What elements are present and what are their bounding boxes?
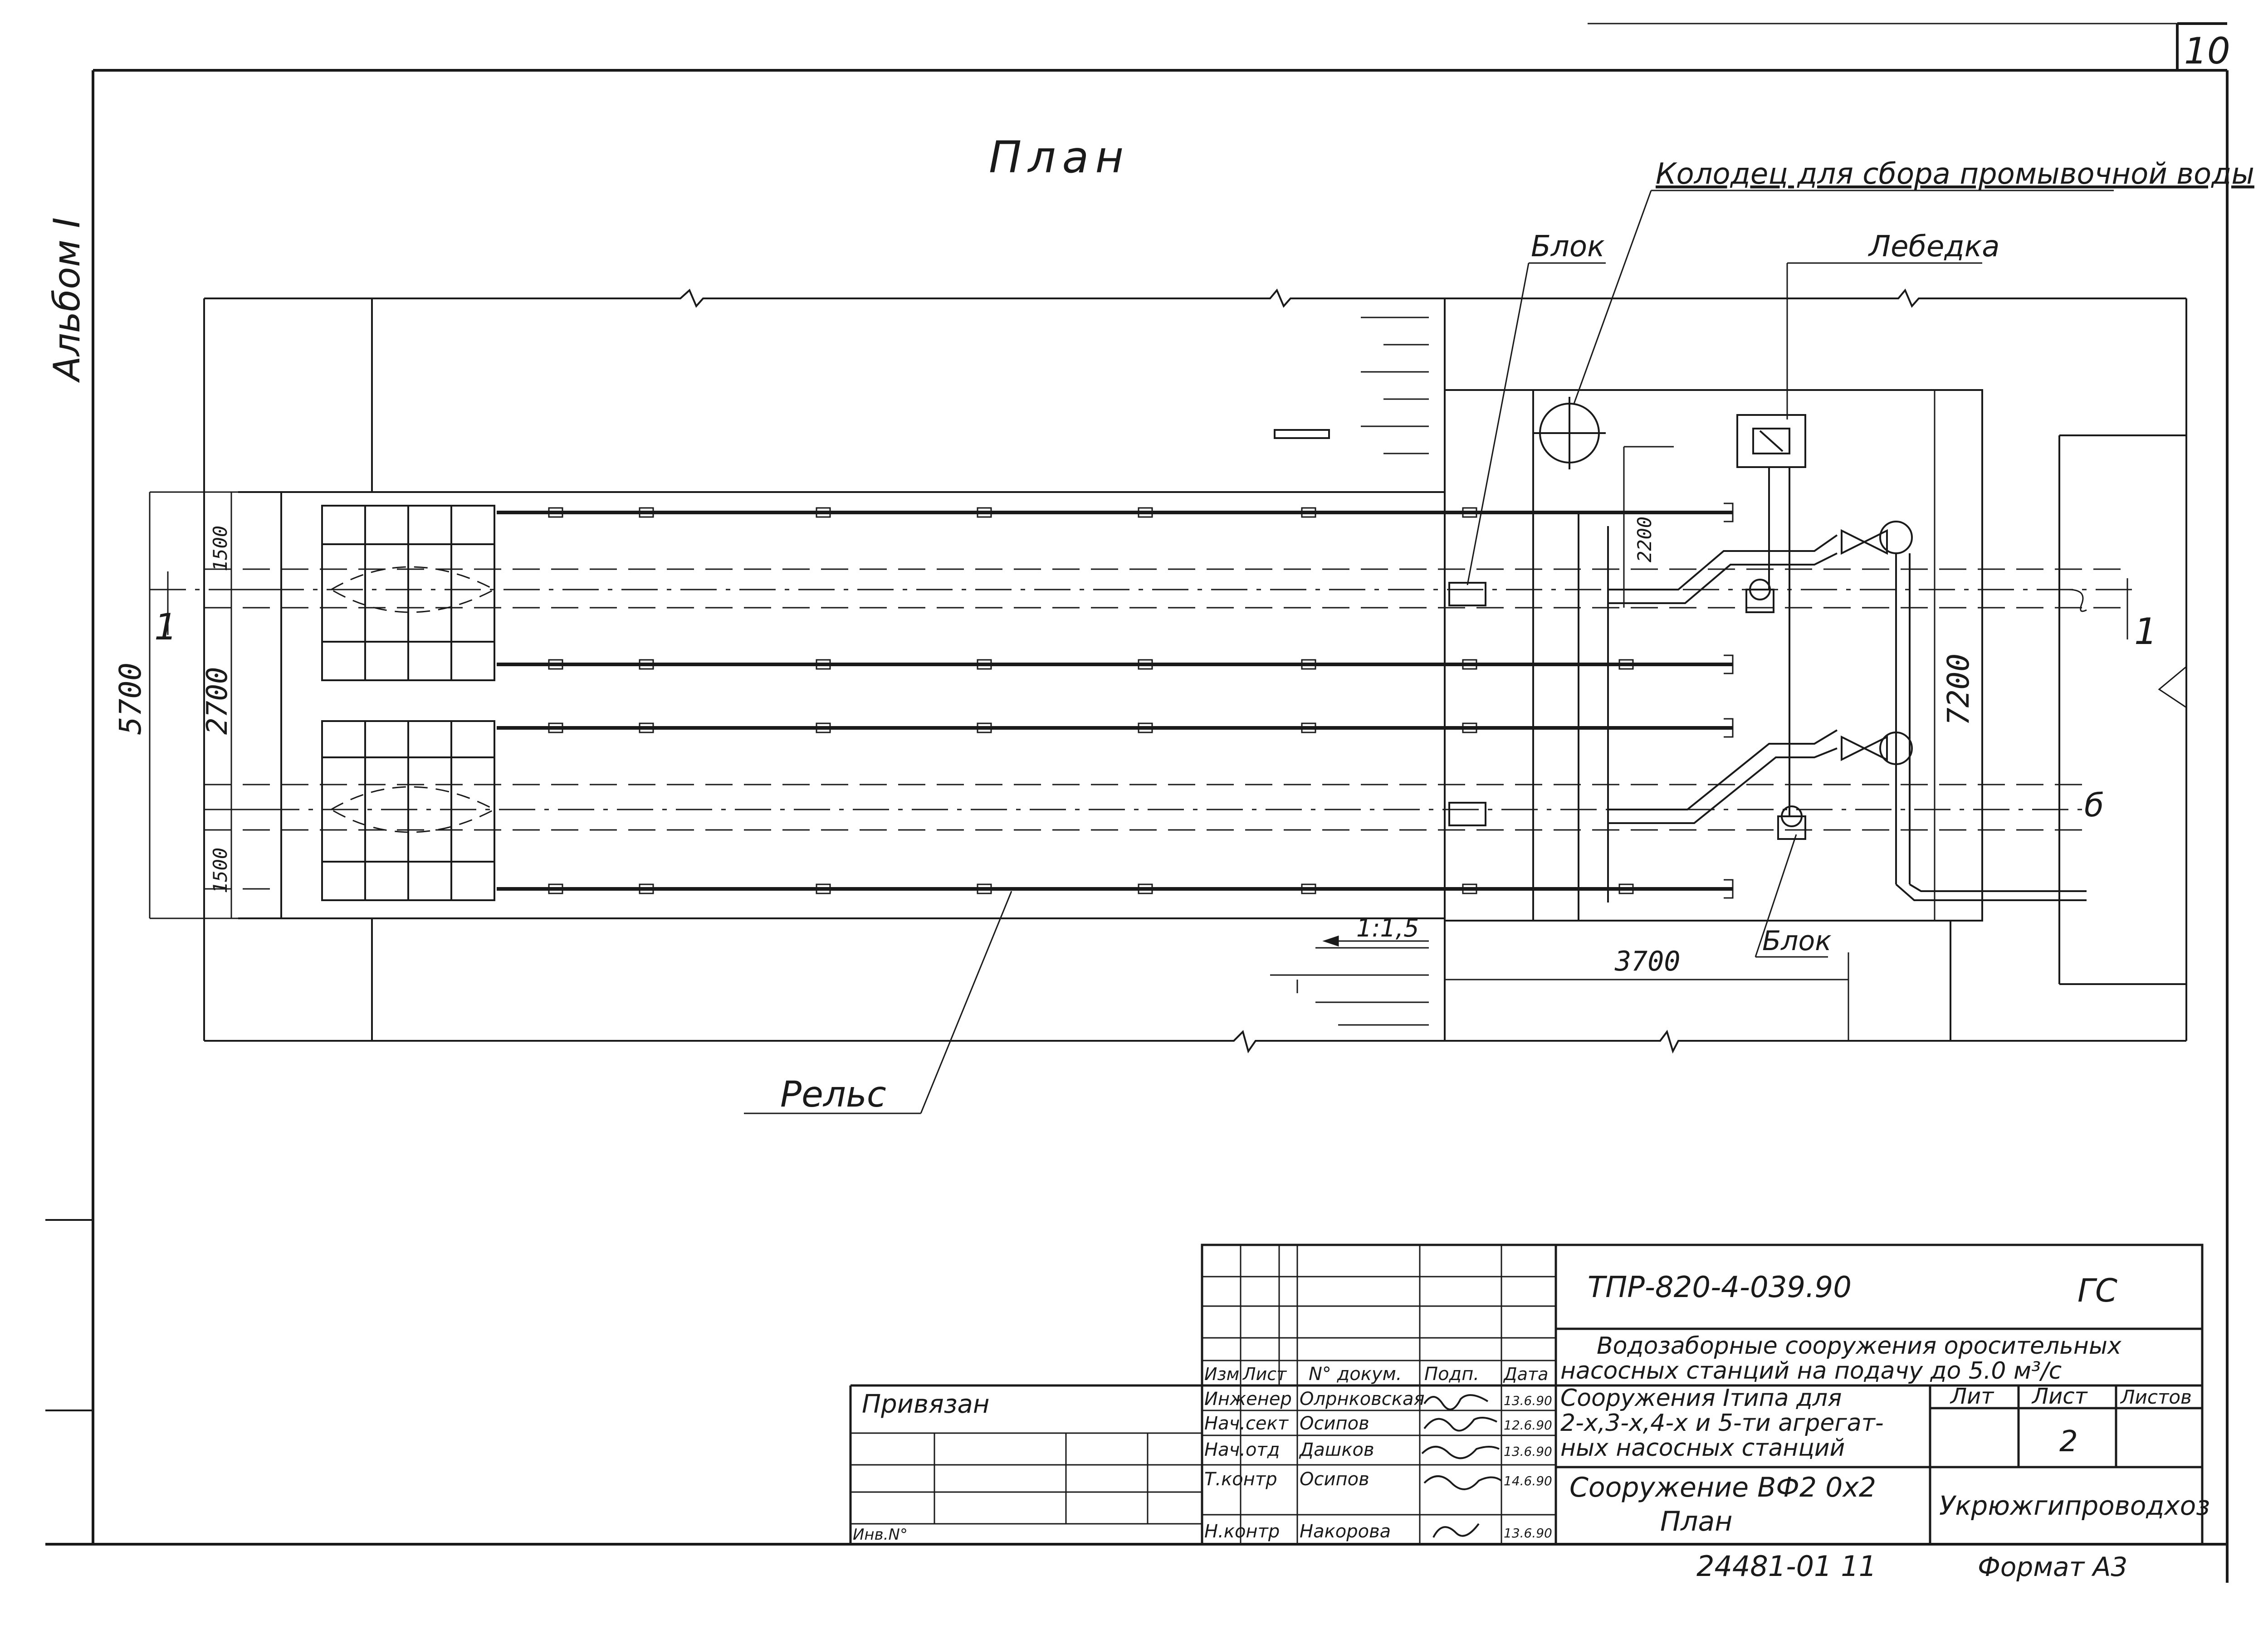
row-date: 14.6.90 <box>1504 1473 1552 1488</box>
slope-hatching <box>1270 317 1429 1026</box>
dim-1500-top: 1500 <box>209 526 231 571</box>
dim-2200: 2200 <box>1633 517 1656 562</box>
hdr-date: Дата <box>1503 1364 1548 1384</box>
hdr-sign: Подп. <box>1424 1364 1479 1385</box>
row-role: Т.контр <box>1204 1469 1277 1490</box>
row-name: Накорова <box>1300 1521 1391 1542</box>
stamp-frame <box>849 1244 2204 1546</box>
section-mark-right: 1 <box>2134 610 2157 653</box>
side-label: Альбом I <box>46 217 88 383</box>
row-name: Олрнковская <box>1300 1389 1425 1410</box>
row-role: Н.контр <box>1204 1521 1280 1542</box>
axis-lines <box>150 589 2132 810</box>
dim-7200: 7200 <box>1941 654 1976 726</box>
inv-label: Инв.N° <box>853 1526 908 1544</box>
format-label: Формат А3 <box>1978 1551 2127 1582</box>
sheet-label: Лист <box>2031 1384 2088 1409</box>
hdr-list: Лист <box>1242 1364 1287 1384</box>
structure-line2: План <box>1660 1506 1732 1537</box>
winch-label: Лебедка <box>1868 230 1999 263</box>
rails <box>497 511 1733 891</box>
desc-line2: 2-х,3-х,4-х и 5-ти агрегат- <box>1560 1410 1884 1437</box>
rail-ends <box>1724 502 1734 899</box>
block-label-bottom: Блок <box>1762 925 1831 957</box>
row-name: Осипов <box>1300 1413 1369 1434</box>
section-marks <box>167 571 2128 639</box>
row-name: Осипов <box>1300 1469 1369 1490</box>
project-line2: насосных станций на подачу до 5.0 м³/с <box>1560 1357 2062 1385</box>
stage-code: ГС <box>2077 1272 2117 1309</box>
discharge-pipes <box>1607 526 1838 902</box>
lit-label: Лит <box>1950 1384 1994 1409</box>
site-outline <box>203 288 2187 1054</box>
valves <box>1841 521 2087 901</box>
row-role: Инженер <box>1204 1389 1292 1410</box>
pipe-label-b: б <box>2084 787 2104 824</box>
dim-5700: 5700 <box>113 663 148 735</box>
dim-1500-bottom: 1500 <box>209 848 231 893</box>
row-role: Нач.отд <box>1204 1439 1280 1460</box>
rail-label: Рельс <box>780 1074 886 1115</box>
winch <box>1736 414 1806 840</box>
desc-line1: Сооружения Iтипа для <box>1560 1385 1842 1412</box>
dim-3700: 3700 <box>1614 946 1681 977</box>
well-label: Колодец для сбора промывочной воды <box>1656 157 2254 191</box>
archive-number: 24481-01 11 <box>1696 1550 1877 1583</box>
sheet-number: 10 <box>2184 30 2230 72</box>
stamp-grid <box>850 1245 1556 1544</box>
hdr-izm: Изм <box>1204 1364 1239 1384</box>
sheets-label: Листов <box>2120 1386 2192 1408</box>
rail-sleepers <box>548 507 1634 894</box>
slope-arrow <box>1322 935 1429 947</box>
row-date: 13.6.90 <box>1504 1526 1552 1541</box>
collection-well <box>1274 397 1606 469</box>
pipe-outlet-top <box>2068 589 2087 612</box>
plan-title: План <box>989 132 1130 183</box>
doc-code: ТПР-820-4-039.90 <box>1588 1271 1852 1304</box>
block-label-top: Блок <box>1531 230 1605 263</box>
sheet-value: 2 <box>2059 1425 2078 1458</box>
desc-line3: ных насосных станций <box>1560 1434 1845 1462</box>
filter-panel-top <box>321 505 495 681</box>
dashed-pipes <box>204 568 2123 890</box>
row-date: 13.6.90 <box>1504 1393 1552 1408</box>
row-role: Нач.сект <box>1204 1413 1289 1434</box>
slope-label: 1:1,5 <box>1356 914 1419 942</box>
signatures <box>1421 1394 1502 1538</box>
block-units <box>1448 582 1486 826</box>
section-mark-left: 1 <box>154 606 177 648</box>
row-name: Дашков <box>1299 1439 1374 1460</box>
dimension-lines <box>149 390 1936 1041</box>
dim-2700: 2700 <box>200 667 234 735</box>
hdr-doc: N° докум. <box>1309 1364 1402 1385</box>
privyazan-label: Привязан <box>862 1390 989 1419</box>
project-line1: Водозаборные сооружения оросительных <box>1597 1332 2122 1360</box>
filter-panel-bottom <box>321 720 495 901</box>
leader-lines <box>744 190 2114 1114</box>
structure-line1: Сооружение ВФ2 0х2 <box>1569 1472 1876 1503</box>
organization: Укрюжгипроводхоз <box>1939 1490 2210 1521</box>
row-date: 12.6.90 <box>1504 1418 1552 1433</box>
row-date: 13.6.90 <box>1504 1444 1552 1459</box>
boat-outlines <box>330 566 496 833</box>
